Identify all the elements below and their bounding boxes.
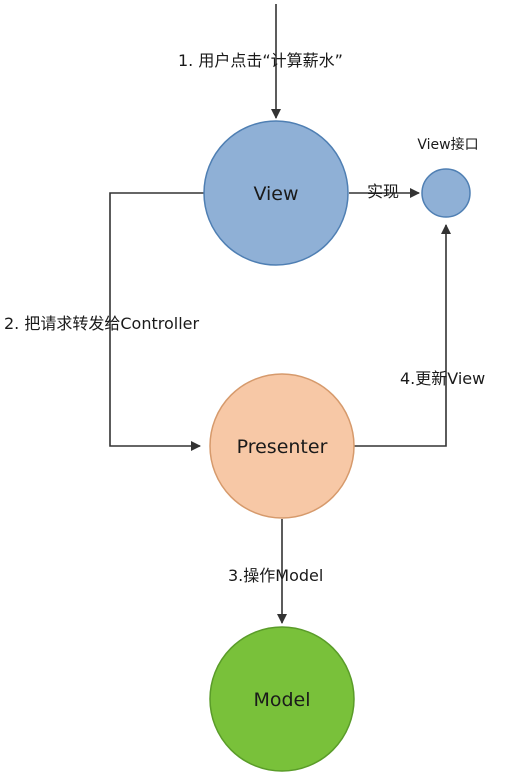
edge-label-user-click: 1. 用户点击“计算薪水” <box>178 51 343 70</box>
model-node: Model <box>209 626 355 772</box>
edge-label-update-view: 4.更新View <box>400 369 485 388</box>
view-circle <box>203 120 349 266</box>
view-node: View <box>203 120 349 266</box>
model-label: Model <box>253 689 310 711</box>
view-label: View <box>253 183 298 205</box>
edge-label-operate-model: 3.操作Model <box>228 566 323 585</box>
presenter-node: Presenter <box>209 373 355 519</box>
edge-label-forward-to-controller: 2. 把请求转发给Controller <box>4 314 199 333</box>
edge-label-implements: 实现 <box>367 182 399 201</box>
view-interface-node: View接口 <box>417 136 479 218</box>
edge-update-view <box>354 224 451 447</box>
edge-forward-to-controller <box>109 192 206 451</box>
view-interface-label: View接口 <box>417 136 478 153</box>
view-interface-circle <box>421 168 471 218</box>
presenter-label: Presenter <box>237 436 328 458</box>
model-circle <box>209 626 355 772</box>
presenter-circle <box>209 373 355 519</box>
